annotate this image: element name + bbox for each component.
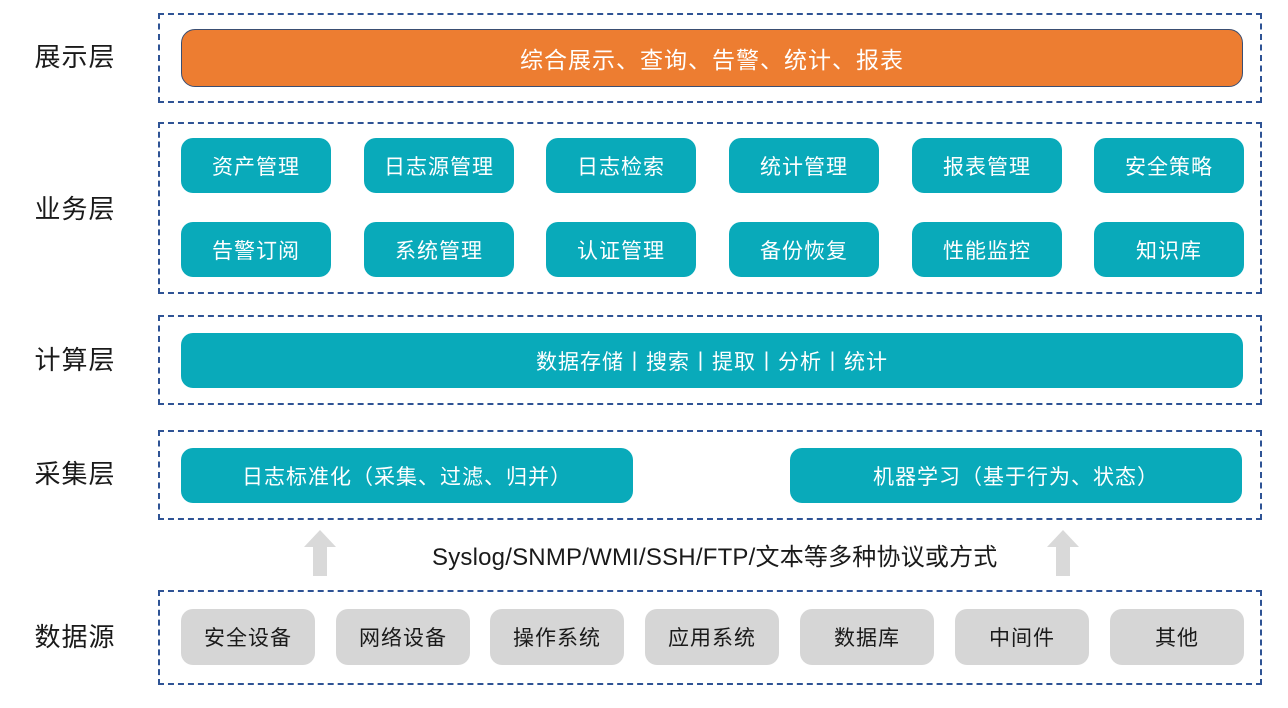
business-box-alert-subscription[interactable]: 告警订阅 — [181, 222, 331, 277]
datasource-box-database[interactable]: 数据库 — [800, 609, 934, 665]
business-box-auth-management[interactable]: 认证管理 — [546, 222, 696, 277]
layer-label-collection: 采集层 — [34, 459, 116, 489]
business-box-report-management[interactable]: 报表管理 — [912, 138, 1062, 193]
protocol-label: Syslog/SNMP/WMI/SSH/FTP/文本等多种协议或方式 — [432, 544, 998, 571]
datasource-box-network-device[interactable]: 网络设备 — [336, 609, 470, 665]
datasource-box-application[interactable]: 应用系统 — [645, 609, 779, 665]
arrow-up-icon-left — [303, 529, 337, 577]
business-box-system-management[interactable]: 系统管理 — [364, 222, 514, 277]
presentation-layer-container — [158, 13, 1262, 103]
business-box-log-source[interactable]: 日志源管理 — [364, 138, 514, 193]
business-box-security-policy[interactable]: 安全策略 — [1094, 138, 1244, 193]
business-box-performance-monitor[interactable]: 性能监控 — [912, 222, 1062, 277]
compute-layer-container — [158, 315, 1262, 405]
business-layer-container — [158, 122, 1262, 294]
business-box-log-search[interactable]: 日志检索 — [546, 138, 696, 193]
arrow-up-icon-right — [1046, 529, 1080, 577]
business-box-stat-management[interactable]: 统计管理 — [729, 138, 879, 193]
presentation-box[interactable]: 综合展示、查询、告警、统计、报表 — [181, 29, 1243, 87]
datasource-layer-container — [158, 590, 1262, 685]
layer-label-presentation: 展示层 — [34, 42, 116, 72]
collection-box-log-normalization[interactable]: 日志标准化（采集、过滤、归并） — [181, 448, 633, 503]
datasource-box-security-device[interactable]: 安全设备 — [181, 609, 315, 665]
collection-layer-container — [158, 430, 1262, 520]
datasource-box-operating-system[interactable]: 操作系统 — [490, 609, 624, 665]
business-box-knowledge-base[interactable]: 知识库 — [1094, 222, 1244, 277]
compute-box[interactable]: 数据存储丨搜索丨提取丨分析丨统计 — [181, 333, 1243, 388]
layer-label-compute: 计算层 — [34, 345, 116, 375]
layer-label-datasource: 数据源 — [34, 622, 116, 652]
layer-label-business: 业务层 — [34, 194, 116, 224]
business-box-backup-restore[interactable]: 备份恢复 — [729, 222, 879, 277]
collection-box-machine-learning[interactable]: 机器学习（基于行为、状态） — [790, 448, 1242, 503]
datasource-box-other[interactable]: 其他 — [1110, 609, 1244, 665]
business-box-asset-management[interactable]: 资产管理 — [181, 138, 331, 193]
datasource-box-middleware[interactable]: 中间件 — [955, 609, 1089, 665]
